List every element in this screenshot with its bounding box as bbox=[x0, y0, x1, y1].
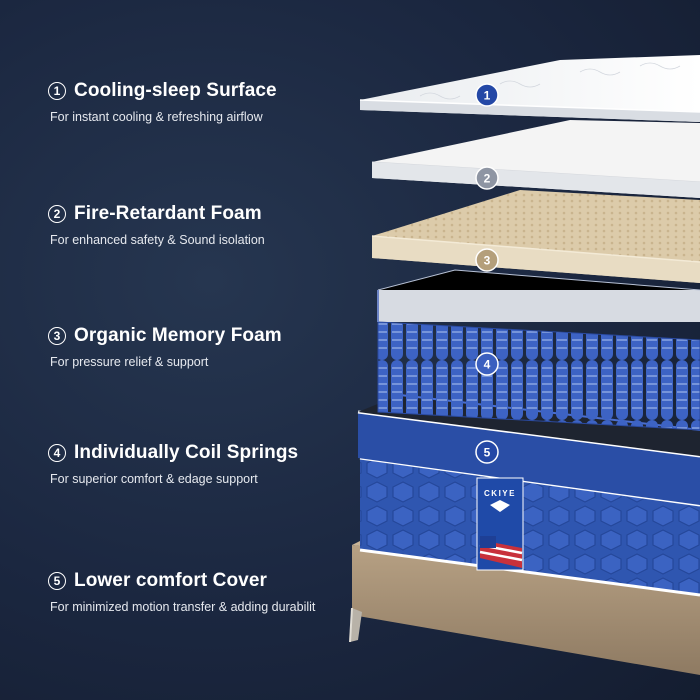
feature-number-3: 3 bbox=[48, 327, 66, 345]
feature-item-2: 2 Fire-Retardant Foam For enhanced safet… bbox=[48, 203, 265, 247]
layer-marker-1-label: 1 bbox=[484, 89, 491, 103]
layer-marker-2: 2 bbox=[475, 166, 499, 190]
feature-title-3: Organic Memory Foam bbox=[74, 325, 282, 346]
layer-cooling-surface bbox=[359, 55, 700, 122]
feature-item-1: 1 Cooling-sleep Surface For instant cool… bbox=[48, 80, 277, 124]
feature-title-4: Individually Coil Springs bbox=[74, 442, 299, 463]
feature-item-5: 5 Lower comfort Cover For minimized moti… bbox=[48, 570, 315, 614]
feature-title-1: Cooling-sleep Surface bbox=[74, 80, 277, 101]
layer-marker-5: 5 bbox=[475, 440, 499, 464]
layer-marker-4: 4 bbox=[475, 352, 499, 376]
mattress-exploded-illustration: CKIYE bbox=[349, 55, 700, 675]
layer-marker-5-label: 5 bbox=[484, 446, 491, 460]
feature-desc-1: For instant cooling & refreshing airflow bbox=[50, 110, 263, 124]
layer-marker-1: 1 bbox=[475, 83, 499, 107]
layer-fire-retardant-foam bbox=[371, 120, 700, 198]
feature-desc-5: For minimized motion transfer & adding d… bbox=[50, 600, 316, 614]
feature-number-2: 2 bbox=[48, 205, 66, 223]
feature-title-5: Lower comfort Cover bbox=[74, 570, 267, 591]
layer-marker-3-label: 3 bbox=[484, 254, 491, 268]
feature-number-4: 4 bbox=[48, 444, 66, 462]
layer-coil-springs bbox=[377, 269, 700, 431]
layer-marker-3: 3 bbox=[475, 248, 499, 272]
brand-logo-text: CKIYE bbox=[484, 489, 516, 498]
feature-list: 1 Cooling-sleep Surface For instant cool… bbox=[0, 0, 340, 700]
feature-item-4: 4 Individually Coil Springs For superior… bbox=[48, 442, 298, 486]
layer-memory-foam bbox=[371, 190, 700, 283]
feature-number-1: 1 bbox=[48, 82, 66, 100]
feature-title-2: Fire-Retardant Foam bbox=[74, 203, 262, 224]
layer-marker-2-label: 2 bbox=[484, 172, 491, 186]
layer-marker-4-label: 4 bbox=[484, 358, 491, 372]
feature-item-3: 3 Organic Memory Foam For pressure relie… bbox=[48, 325, 282, 369]
feature-desc-2: For enhanced safety & Sound isolation bbox=[50, 233, 265, 247]
brand-tag: CKIYE bbox=[476, 477, 524, 571]
feature-desc-4: For superior comfort & edage support bbox=[50, 472, 258, 486]
feature-desc-3: For pressure relief & support bbox=[50, 355, 209, 369]
feature-number-5: 5 bbox=[48, 572, 66, 590]
